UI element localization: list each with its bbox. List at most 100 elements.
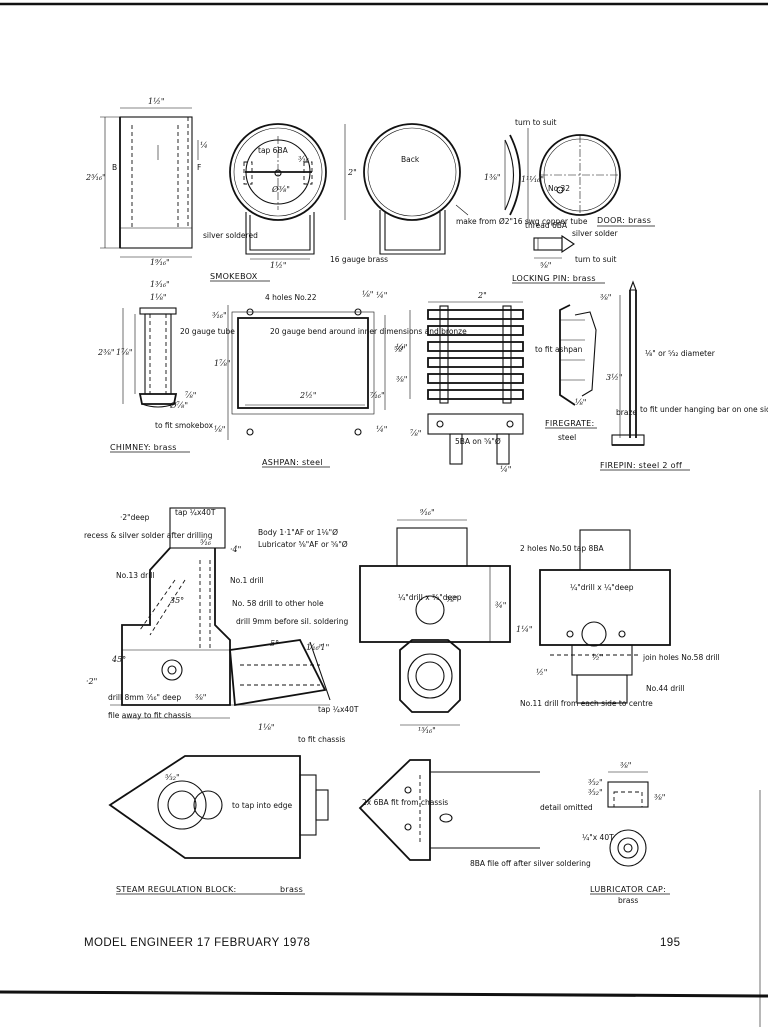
firegrate-dim-1-8: ⅛" xyxy=(575,398,586,407)
chassis-detail-view xyxy=(358,759,540,861)
firegrate-dim-1-4b: ¼" xyxy=(500,465,511,474)
chimney-dim-top2: 1⅛" xyxy=(150,293,167,302)
firegrate-fit: to fit ashpan xyxy=(535,345,583,354)
block-file-away: file away to fit chassis xyxy=(108,711,191,720)
door-turn-label: turn to suit xyxy=(515,118,556,127)
door-turn-label-2: turn to suit xyxy=(575,255,616,264)
block-no11: No.11 drill from each side to centre xyxy=(520,699,653,708)
firegrate-dim-2: 2" xyxy=(477,291,487,300)
chimney-dim-top: 1³⁄₁₆" xyxy=(150,280,170,289)
firegrate-material: steel xyxy=(558,433,576,442)
block-dim-3-8: ⅜" xyxy=(195,693,206,702)
block-no44: No.44 drill xyxy=(646,684,684,693)
smokebox-tap-label: tap 6BA xyxy=(258,146,289,155)
ashpan-dim-1-8b: ⅛" xyxy=(214,425,225,434)
block-body: Body 1·1"AF or 1⅛"Ø xyxy=(258,528,338,537)
firepin-fit-note: to fit under hanging bar on one side onl… xyxy=(640,405,768,414)
block-angle5: 5° xyxy=(270,639,279,648)
smokebox-dim-1-half: 1½" xyxy=(270,261,287,270)
cap-dim-3-8b: ⅜" xyxy=(654,793,665,802)
lubricator-cap-view xyxy=(607,771,649,867)
page-number: 195 xyxy=(660,937,680,949)
cap-material: brass xyxy=(618,896,638,905)
block-front-view xyxy=(359,519,511,726)
chimney-tube: 20 gauge tube xyxy=(180,327,235,336)
chimney-dim-left2: 1⅞" xyxy=(116,348,133,357)
firepin-braze: braze xyxy=(616,408,637,417)
steam-dim-5-32: ⁵⁄₃₂" xyxy=(165,773,180,782)
block-no13: No.13 drill xyxy=(116,571,154,580)
block-no1: No.1 drill xyxy=(230,576,264,585)
block-fit-chassis: to fit chassis xyxy=(298,735,345,744)
block-end-view xyxy=(539,529,671,704)
cap-title: LUBRICATOR CAP: xyxy=(590,885,666,894)
cap-dim-3-32b: ³⁄₃₂" xyxy=(588,788,603,797)
ashpan-dim-5-8: ⅝" xyxy=(394,345,405,354)
block-drill-x2: ¼"drill x ¼"deep xyxy=(570,583,634,592)
firegrate-title: FIREGRATE: xyxy=(545,419,595,428)
block-lubricator: Lubricator ⅝"AF or ⅝"Ø xyxy=(258,540,348,549)
smokebox-dim-bottom: 1⁹⁄₁₆" xyxy=(150,258,170,267)
block-dim-1-16: 1⁄₁₆" xyxy=(306,643,323,652)
block-section-view xyxy=(110,507,331,719)
ashpan-dim-3-16: ³⁄₁₆" xyxy=(212,311,227,320)
smokebox-title: SMOKEBOX xyxy=(210,272,258,281)
ashpan-dim-1-7-8: 1⅞" xyxy=(214,359,231,368)
block-dim-1-half: ½" xyxy=(592,653,603,662)
smokebox-back-label: Back xyxy=(401,155,420,164)
firepin-title: FIREPIN: steel 2 off xyxy=(600,461,682,470)
block-dim-9-16: ⁹⁄₁₆" xyxy=(420,508,435,517)
ashpan-gauge-note: 20 gauge bend around inner dimensions an… xyxy=(270,327,467,336)
door-silver: silver solder xyxy=(572,229,619,238)
firegrate-view xyxy=(409,301,597,465)
block-drill9: drill 9mm before sil. soldering xyxy=(236,617,348,626)
block-dim-3-4: ¾" xyxy=(495,601,506,610)
door-front-view xyxy=(539,134,621,216)
door-dim-1-11-16: 1¹¹⁄₁₆" xyxy=(521,175,544,184)
block-dim-5-8: ⅝" xyxy=(446,595,457,604)
block-tap-40t-2: tap ¼x40T xyxy=(318,705,359,714)
chimney-title: CHIMNEY: brass xyxy=(110,443,177,452)
chimney-view xyxy=(122,307,178,408)
chassis-detail-omitted: detail omitted xyxy=(540,803,593,812)
smokebox-dim-dia: Ø³⁄₈" xyxy=(271,185,290,194)
smokebox-front-view xyxy=(229,123,346,260)
smokebox-dim-left: 2⁵⁄₁₆" xyxy=(85,173,106,182)
firegrate-dim-1-4: ¼" xyxy=(396,343,407,352)
block-dim-4: ·4" xyxy=(230,545,241,554)
block-angle45: 45° xyxy=(111,655,126,664)
smokebox-gauge-brass: 16 gauge brass xyxy=(330,255,388,264)
firepin-view xyxy=(611,280,645,446)
magazine-footer: MODEL ENGINEER 17 FEBRUARY 1978 xyxy=(84,937,310,949)
ashpan-four-holes: 4 holes No.22 xyxy=(265,293,317,302)
chimney-fit: to fit smokebox xyxy=(155,421,214,430)
ashpan-dim-1-4: ¼" xyxy=(376,291,387,300)
smokebox-dim-quarter: ¼ xyxy=(200,141,208,150)
steam-material: brass xyxy=(280,885,303,894)
smokebox-dim-3-16: ³⁄₁₆ xyxy=(298,155,310,164)
smokebox-dim-2: 2" xyxy=(347,168,357,177)
block-dim-2b: ·2" xyxy=(86,677,97,686)
firepin-dim-top: ⅜" xyxy=(600,293,611,302)
firepin-dim-3-half: 3½" xyxy=(606,373,623,382)
door-thread: thread 6BA xyxy=(525,221,568,230)
firegrate-dim-3-8: ⅜" xyxy=(396,375,407,384)
block-dim-1-2: ½" xyxy=(536,668,547,677)
cap-thread: ¼"x 40T xyxy=(582,833,614,842)
block-tap-40t: tap ¼x40T xyxy=(175,508,216,517)
chimney-dim-7-8: ⅞" xyxy=(185,391,196,400)
smokebox-side-view xyxy=(100,107,199,258)
smokebox-silver-label: silver soldered xyxy=(203,231,258,240)
chimney-dim-dia: Ø⅞" xyxy=(169,401,188,410)
block-dim-1-1-4: 1¼" xyxy=(516,625,533,634)
door-dim-1-3-8: 1⅜" xyxy=(484,173,501,182)
block-angle35: 35° xyxy=(170,596,184,605)
block-drill8: drill 8mm ⁷⁄₁₆" deep xyxy=(108,693,181,702)
cap-dim-3-8: ⅜" xyxy=(620,761,631,770)
ashpan-view xyxy=(227,305,386,440)
chassis-8ba: 8BA file off after silver soldering xyxy=(470,859,591,868)
block-drill-x: ¼"drill x ⅜"deep xyxy=(398,593,462,602)
block-recess: recess & silver solder after drilling xyxy=(84,531,213,540)
ashpan-dim-1-4b: ¼" xyxy=(376,425,387,434)
